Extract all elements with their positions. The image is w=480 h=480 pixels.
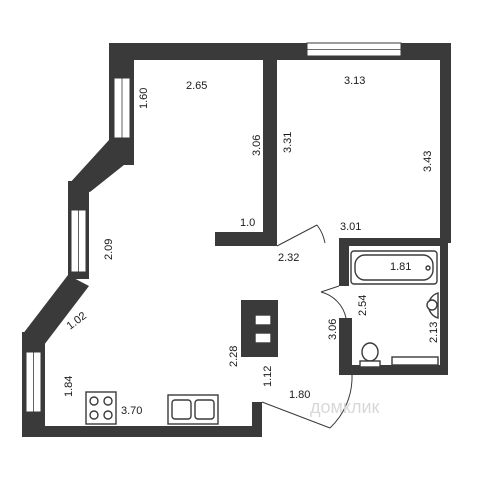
wall-bay-lower bbox=[22, 275, 89, 345]
dim-label: 3.70 bbox=[121, 405, 142, 417]
wall-closet bbox=[241, 300, 278, 357]
kitchen-sink bbox=[167, 394, 219, 425]
dim-label: 1.60 bbox=[138, 88, 150, 109]
wall-bottom bbox=[22, 426, 262, 437]
dim-label: 1.81 bbox=[390, 261, 411, 273]
wall-bath-bottom bbox=[352, 365, 448, 375]
wall-bath-top bbox=[339, 238, 448, 246]
dim-label: 1.84 bbox=[63, 376, 75, 397]
watermark: домклик bbox=[310, 397, 380, 417]
dim-label: 2.32 bbox=[278, 252, 299, 264]
dim-label: 1.0 bbox=[240, 217, 255, 229]
dim-label: 3.13 bbox=[344, 75, 365, 87]
wall-right bbox=[440, 43, 451, 243]
dim-label: 3.06 bbox=[327, 319, 339, 340]
toilet bbox=[359, 342, 381, 368]
closet-inner-2 bbox=[254, 332, 272, 344]
dim-label: 2.65 bbox=[186, 80, 207, 92]
window-bay bbox=[70, 209, 87, 273]
stove bbox=[85, 391, 117, 425]
dim-label: 2.13 bbox=[428, 322, 440, 343]
window-left-upper bbox=[113, 77, 131, 139]
wall-bay-upper bbox=[68, 140, 134, 192]
window-left-lower bbox=[25, 351, 42, 413]
wall-partition-rooms bbox=[263, 56, 277, 246]
wall-stub-left bbox=[215, 232, 277, 246]
dim-label: 2.09 bbox=[103, 239, 115, 260]
wall-hall-bottom bbox=[252, 402, 262, 437]
dim-label: 3.43 bbox=[422, 151, 434, 172]
door-entrance bbox=[261, 374, 353, 429]
washing-area bbox=[391, 356, 439, 366]
sink bbox=[426, 292, 439, 319]
dim-label: 1.02 bbox=[65, 310, 89, 332]
dim-label: 2.28 bbox=[228, 346, 240, 367]
dim-label: 1.12 bbox=[262, 366, 274, 387]
bathtub bbox=[350, 250, 438, 285]
door-bathroom bbox=[320, 285, 347, 319]
dim-label: 3.06 bbox=[251, 135, 263, 156]
dim-label: 3.01 bbox=[340, 221, 361, 233]
door-room bbox=[276, 224, 326, 247]
wall-right-lower bbox=[440, 243, 448, 373]
closet-inner bbox=[254, 314, 272, 326]
dim-label: 3.31 bbox=[282, 132, 294, 153]
dim-label: 1.80 bbox=[289, 389, 310, 401]
dim-label: 2.54 bbox=[357, 295, 369, 316]
window-top bbox=[306, 42, 402, 57]
wall-bath-left bbox=[339, 246, 349, 286]
wall-bath-left-lower bbox=[339, 318, 352, 375]
